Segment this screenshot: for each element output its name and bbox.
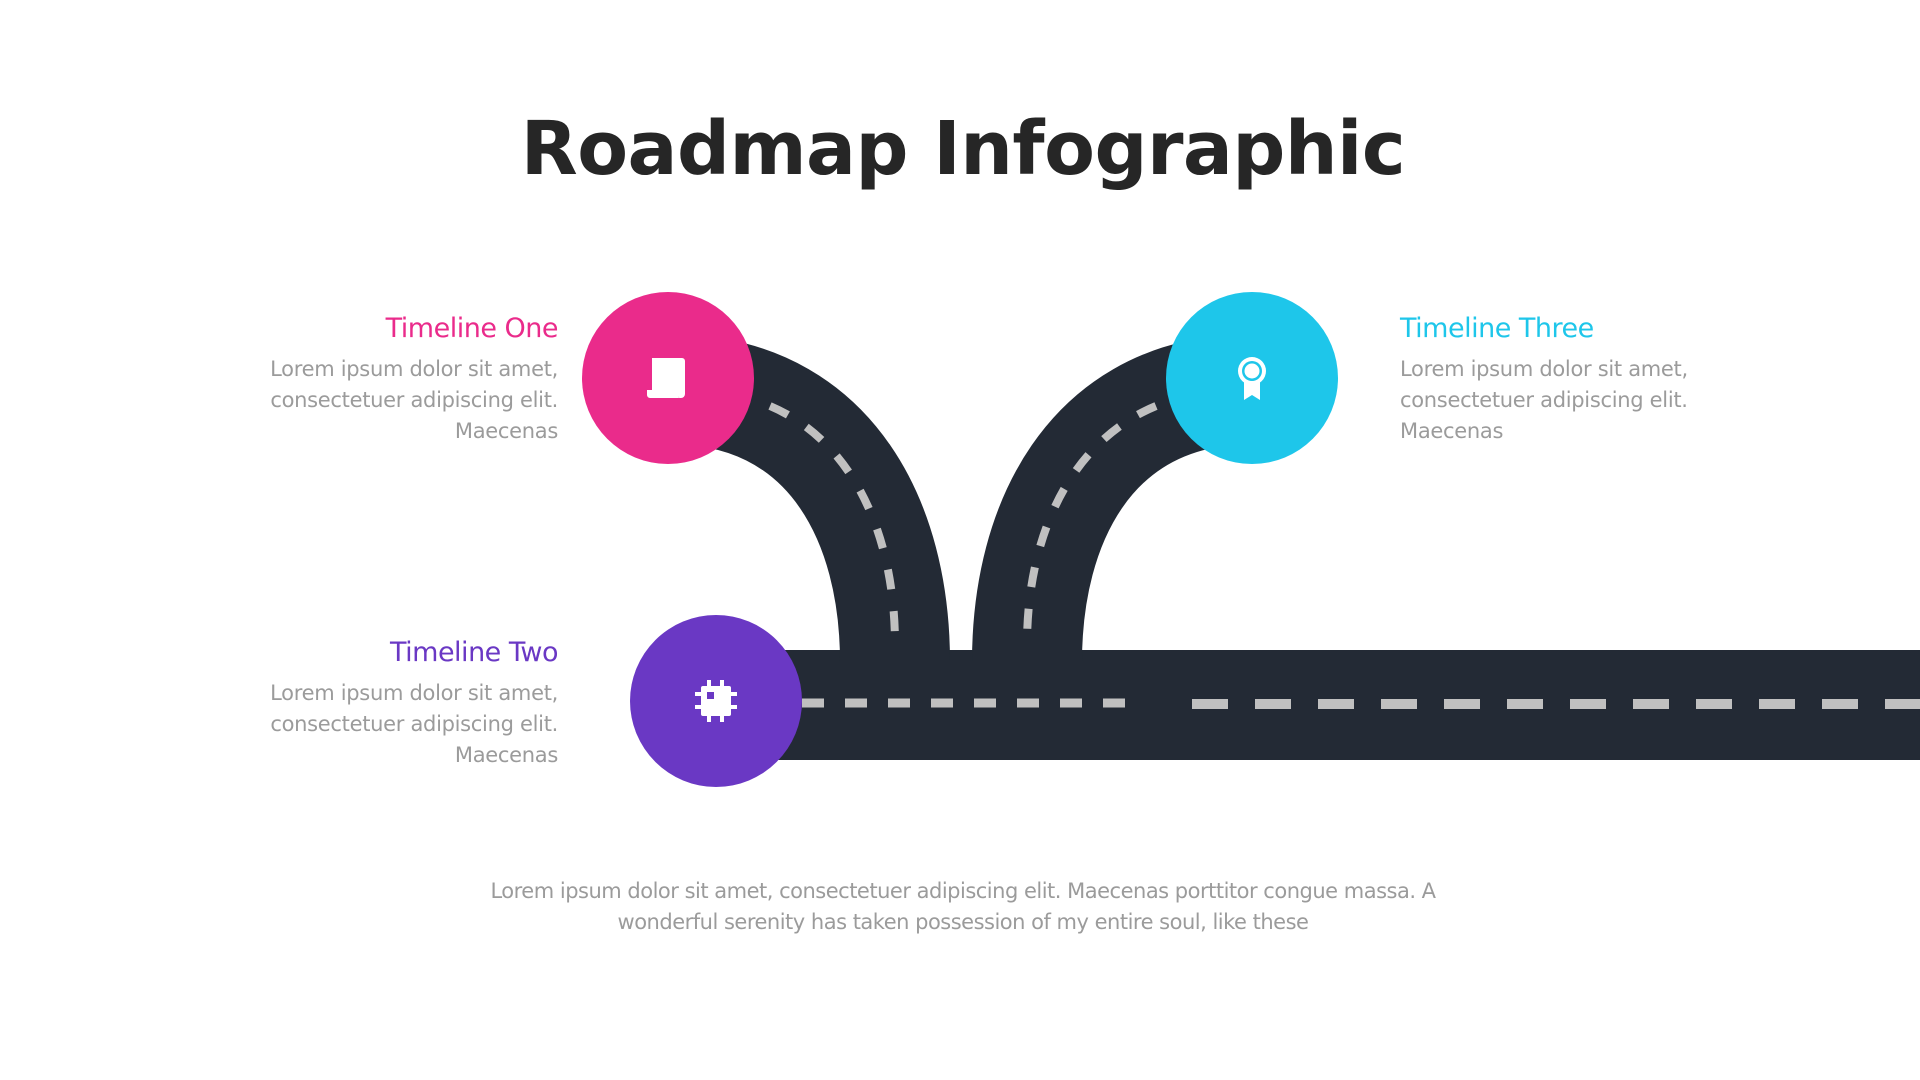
timeline-two-line-3: Maecenas — [454, 743, 558, 767]
slide-title: Roadmap Infographic — [520, 106, 1406, 192]
main-road — [760, 650, 1920, 760]
timeline-two-line-2: consectetuer adipiscing elit. — [270, 712, 558, 736]
timeline-one-line-2: consectetuer adipiscing elit. — [270, 388, 558, 412]
chip-icon — [692, 677, 740, 725]
timeline-one-line-1: Lorem ipsum dolor sit amet, — [270, 357, 558, 381]
timeline-two-text: Timeline Two Lorem ipsum dolor sit amet,… — [198, 636, 558, 771]
timeline-one-description: Lorem ipsum dolor sit amet, consectetuer… — [198, 354, 558, 447]
timeline-three-line-1: Lorem ipsum dolor sit amet, — [1400, 357, 1688, 381]
timeline-two-title: Timeline Two — [389, 637, 559, 668]
timeline-three-description: Lorem ipsum dolor sit amet, consectetuer… — [1400, 354, 1760, 447]
footer-description: Lorem ipsum dolor sit amet, consectetuer… — [490, 879, 1436, 934]
award-icon — [1228, 354, 1276, 402]
timeline-three-title: Timeline Three — [1400, 313, 1594, 344]
timeline-one-text: Timeline One Lorem ipsum dolor sit amet,… — [198, 312, 558, 447]
timeline-one-title: Timeline One — [385, 313, 559, 344]
timeline-three-line-3: Maecenas — [1400, 419, 1504, 443]
timeline-one-marker — [582, 292, 754, 464]
timeline-two-marker — [630, 615, 802, 787]
timeline-three-text: Timeline Three Lorem ipsum dolor sit ame… — [1400, 312, 1760, 447]
timeline-one-line-3: Maecenas — [454, 419, 558, 443]
timeline-two-line-1: Lorem ipsum dolor sit amet, — [270, 681, 558, 705]
timeline-three-marker — [1166, 292, 1338, 464]
book-icon — [644, 354, 692, 402]
timeline-two-description: Lorem ipsum dolor sit amet, consectetuer… — [198, 678, 558, 771]
timeline-three-line-2: consectetuer adipiscing elit. — [1400, 388, 1688, 412]
